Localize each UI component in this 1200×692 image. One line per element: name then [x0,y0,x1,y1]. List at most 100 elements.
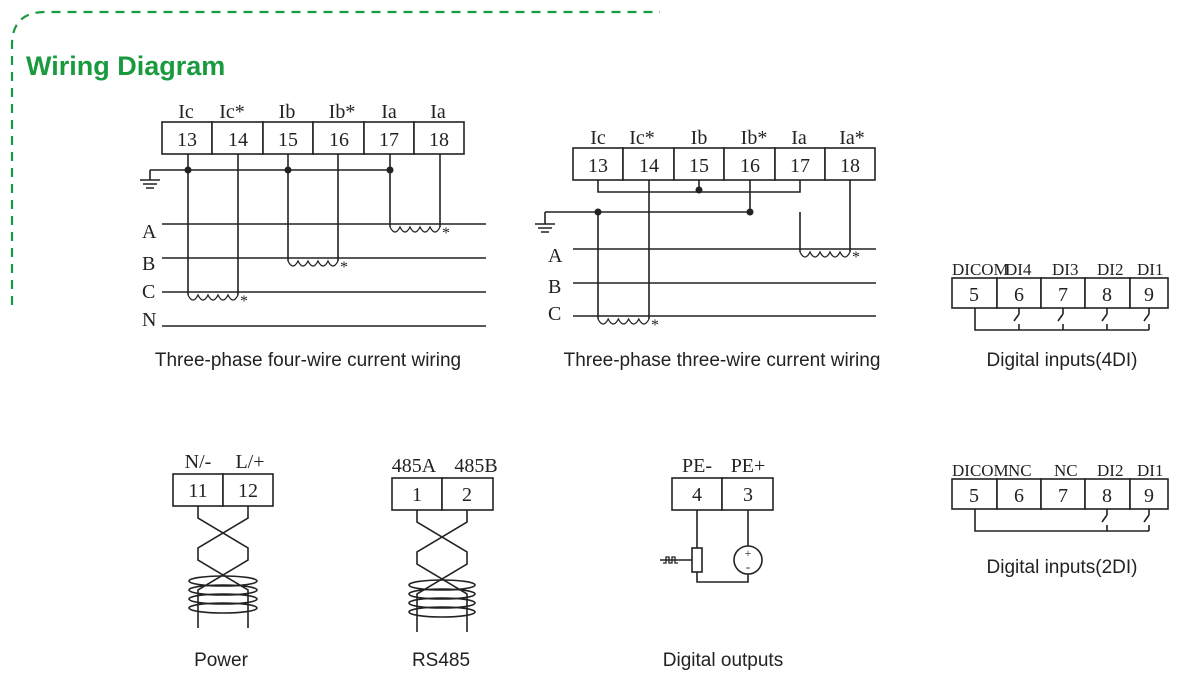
dout-wiring [660,510,749,583]
di4-terminal-6: 6 [1014,284,1024,306]
four-wire-header-ib: Ib [279,101,296,123]
power-terminal-11: 11 [188,480,207,502]
four-wire-header-ib-star: Ib* [329,101,356,123]
di2-header-nc-1: NC [1008,461,1032,480]
three-wire-ct-phase-c [597,180,650,325]
dout-header-pe-minus: PE- [682,455,712,477]
four-wire-terminal-17: 17 [379,129,399,151]
di2-diagram: DICOM NC NC DI2 DI1 5 6 7 8 9 Digital in… [951,461,1169,578]
four-wire-caption: Three-phase four-wire current wiring [155,350,461,371]
di2-terminal-5: 5 [969,485,979,507]
four-wire-terminal-14: 14 [228,129,248,151]
four-wire-phase-label-n: N [142,309,156,331]
three-wire-terminal-block [572,147,876,181]
di2-header-di1: DI1 [1137,461,1163,480]
pulse-signal-icon [663,556,678,564]
power-caption: Power [194,650,249,671]
power-terminal-block [172,473,274,507]
three-wire-terminal-14: 14 [639,155,659,177]
power-twisted-pair [197,506,249,628]
three-wire-terminal-15: 15 [689,155,709,177]
four-wire-ct-a-polarity: * [442,225,450,242]
dout-resistor-icon [691,547,703,573]
four-wire-terminal-13: 13 [177,129,197,151]
di4-terminal-block [951,277,1169,309]
four-wire-ground-icon [140,170,160,189]
three-wire-ground-icon [535,212,555,233]
three-wire-phase-label-c: C [548,303,561,325]
di2-caption: Digital inputs(2DI) [987,557,1138,578]
rs485-terminal-2: 2 [462,484,472,506]
power-header-l: L/+ [235,451,264,473]
di2-header-nc-2: NC [1054,461,1078,480]
di2-terminal-8: 8 [1102,485,1112,507]
four-wire-phase-label-b: B [142,253,155,275]
di2-switch-network [974,509,1150,532]
three-wire-ct-a-polarity: * [852,249,860,266]
di2-header-dicom: DICOM [952,461,1009,480]
dc-source-minus: - [746,559,750,574]
four-wire-phase-label-a: A [142,221,157,243]
di4-terminal-5: 5 [969,284,979,306]
dout-terminal-block [671,477,774,511]
four-wire-terminal-block [161,121,465,155]
three-wire-ct-c-polarity: * [651,317,659,334]
four-wire-diagram: Ic Ic* Ib Ib* Ia Ia 13 14 15 16 17 18 [140,101,486,371]
four-wire-ct-phase-a [389,154,441,233]
three-wire-junction-16 [746,208,754,216]
di4-terminal-8: 8 [1102,284,1112,306]
di4-diagram: DICOM DI4 DI3 DI2 DI1 5 6 7 8 9 Digital … [951,260,1169,371]
page-title: Wiring Diagram [26,51,225,81]
dout-terminal-4: 4 [692,484,702,506]
rs485-terminal-1: 1 [412,484,422,506]
digital-outputs-caption: Digital outputs [663,650,783,671]
dout-header-pe-plus: PE+ [731,455,766,477]
three-wire-phase-label-a: A [548,245,563,267]
di4-header-dicom: DICOM [952,260,1009,279]
power-ferrite-coil-icon [188,575,258,614]
di4-terminal-7: 7 [1058,284,1068,306]
di2-terminal-block [951,478,1169,510]
dc-source-icon [733,545,763,575]
three-wire-ct-phase-a [799,180,851,258]
power-header-n: N/- [185,451,212,473]
four-wire-ct-c-polarity: * [240,293,248,310]
four-wire-terminal-18: 18 [429,129,449,151]
digital-outputs-diagram: PE- PE+ 4 3 + - Digital outputs [660,455,783,671]
three-wire-terminal-17: 17 [790,155,810,177]
rs485-caption: RS485 [412,650,470,671]
di4-switch-network [974,308,1150,331]
four-wire-ct-phase-b [287,154,339,267]
di4-terminal-9: 9 [1144,284,1154,306]
di2-terminal-7: 7 [1058,485,1068,507]
di4-header-di1: DI1 [1137,260,1163,279]
four-wire-header-ic-star: Ic* [219,101,245,123]
di4-header-di3: DI3 [1052,260,1078,279]
four-wire-ct-b-polarity: * [340,259,348,276]
three-wire-header-ia-star: Ia* [839,127,865,149]
three-wire-header-ic-star: Ic* [629,127,655,149]
three-wire-header-ic: Ic [590,127,606,149]
di2-terminal-9: 9 [1144,485,1154,507]
four-wire-terminal-16: 16 [329,129,349,151]
four-wire-header-ic: Ic [178,101,194,123]
rs485-header-a: 485A [392,455,437,477]
power-terminal-12: 12 [238,480,258,502]
di4-caption: Digital inputs(4DI) [987,350,1138,371]
three-wire-terminal-16: 16 [740,155,760,177]
three-wire-phase-label-b: B [548,276,561,298]
three-wire-junction-upper [695,186,703,194]
di2-terminal-6: 6 [1014,485,1024,507]
dashed-frame [10,10,660,305]
three-wire-terminal-18: 18 [840,155,860,177]
rs485-terminal-block [391,477,494,511]
four-wire-header-ia: Ia [381,101,397,123]
rs485-diagram: 485A 485B 1 2 RS485 [391,455,498,671]
di2-header-di2: DI2 [1097,461,1123,480]
rs485-ferrite-coil-icon [408,579,476,618]
four-wire-header-ia-2: Ia [430,101,446,123]
di4-header-di2: DI2 [1097,260,1123,279]
dout-terminal-3: 3 [743,484,753,506]
